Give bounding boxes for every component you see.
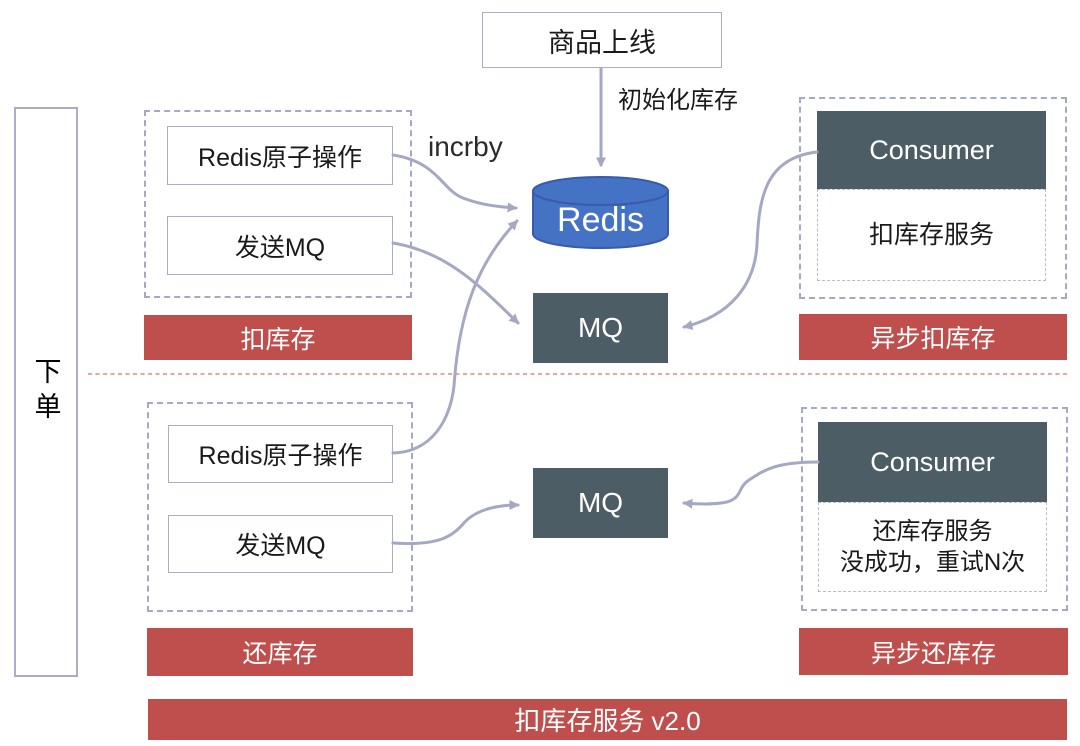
deduct-redis-atomic-label: Redis原子操作 — [198, 143, 362, 172]
footer-version-label: 扣库存服务 v2.0 — [514, 706, 701, 736]
deduct-send-mq-box: 发送MQ — [167, 216, 393, 275]
deduct-service-box: 扣库存服务 — [817, 189, 1046, 281]
product-online-box: 商品上线 — [482, 12, 722, 68]
async-deduct-banner-label: 异步扣库存 — [870, 325, 996, 353]
redis-label: Redis — [557, 200, 644, 239]
order-box: 下单 — [14, 107, 78, 677]
deduct-stock-banner-label: 扣库存 — [240, 325, 316, 354]
restore-send-mq-label: 发送MQ — [235, 532, 326, 560]
restore-redis-atomic-label: Redis原子操作 — [198, 442, 363, 470]
arrow-consumer-deduct — [682, 150, 819, 330]
deduct-stock-banner: 扣库存 — [144, 315, 412, 360]
deduct-send-mq-label: 发送MQ — [234, 233, 326, 262]
restore-stock-banner: 还库存 — [147, 628, 413, 676]
order-label: 下单 — [30, 357, 61, 427]
mq-top-box: MQ — [533, 293, 668, 363]
consumer-restore-box: Consumer — [818, 422, 1047, 502]
deduct-redis-atomic-box: Redis原子操作 — [167, 126, 393, 185]
mq-top-label: MQ — [577, 312, 624, 343]
mq-bottom-box: MQ — [533, 468, 668, 538]
restore-service-line2: 没成功，重试N次 — [839, 549, 1026, 576]
consumer-deduct-label: Consumer — [869, 134, 994, 165]
async-restore-container — [801, 407, 1068, 611]
product-online-label: 商品上线 — [548, 27, 656, 58]
consumer-deduct-box: Consumer — [817, 111, 1046, 189]
arrow-consumer-restore — [682, 460, 820, 509]
consumer-restore-label: Consumer — [870, 446, 995, 477]
async-restore-banner-label: 异步还库存 — [870, 639, 996, 668]
restore-stock-banner-label: 还库存 — [242, 640, 318, 668]
async-restore-banner: 异步还库存 — [799, 628, 1068, 675]
mq-bottom-label: MQ — [577, 487, 624, 518]
async-deduct-banner: 异步扣库存 — [799, 314, 1067, 360]
footer-version-banner: 扣库存服务 v2.0 — [148, 699, 1067, 740]
restore-service-box: 还库存服务 没成功，重试N次 — [818, 502, 1047, 592]
restore-service-line1: 还库存服务 — [872, 517, 993, 545]
init-stock-label: 初始化库存 — [618, 87, 738, 114]
deduct-service-label: 扣库存服务 — [868, 220, 994, 249]
incrby-label: incrby — [428, 131, 503, 162]
restore-redis-atomic-box: Redis原子操作 — [168, 425, 393, 483]
restore-send-mq-box: 发送MQ — [168, 515, 393, 573]
